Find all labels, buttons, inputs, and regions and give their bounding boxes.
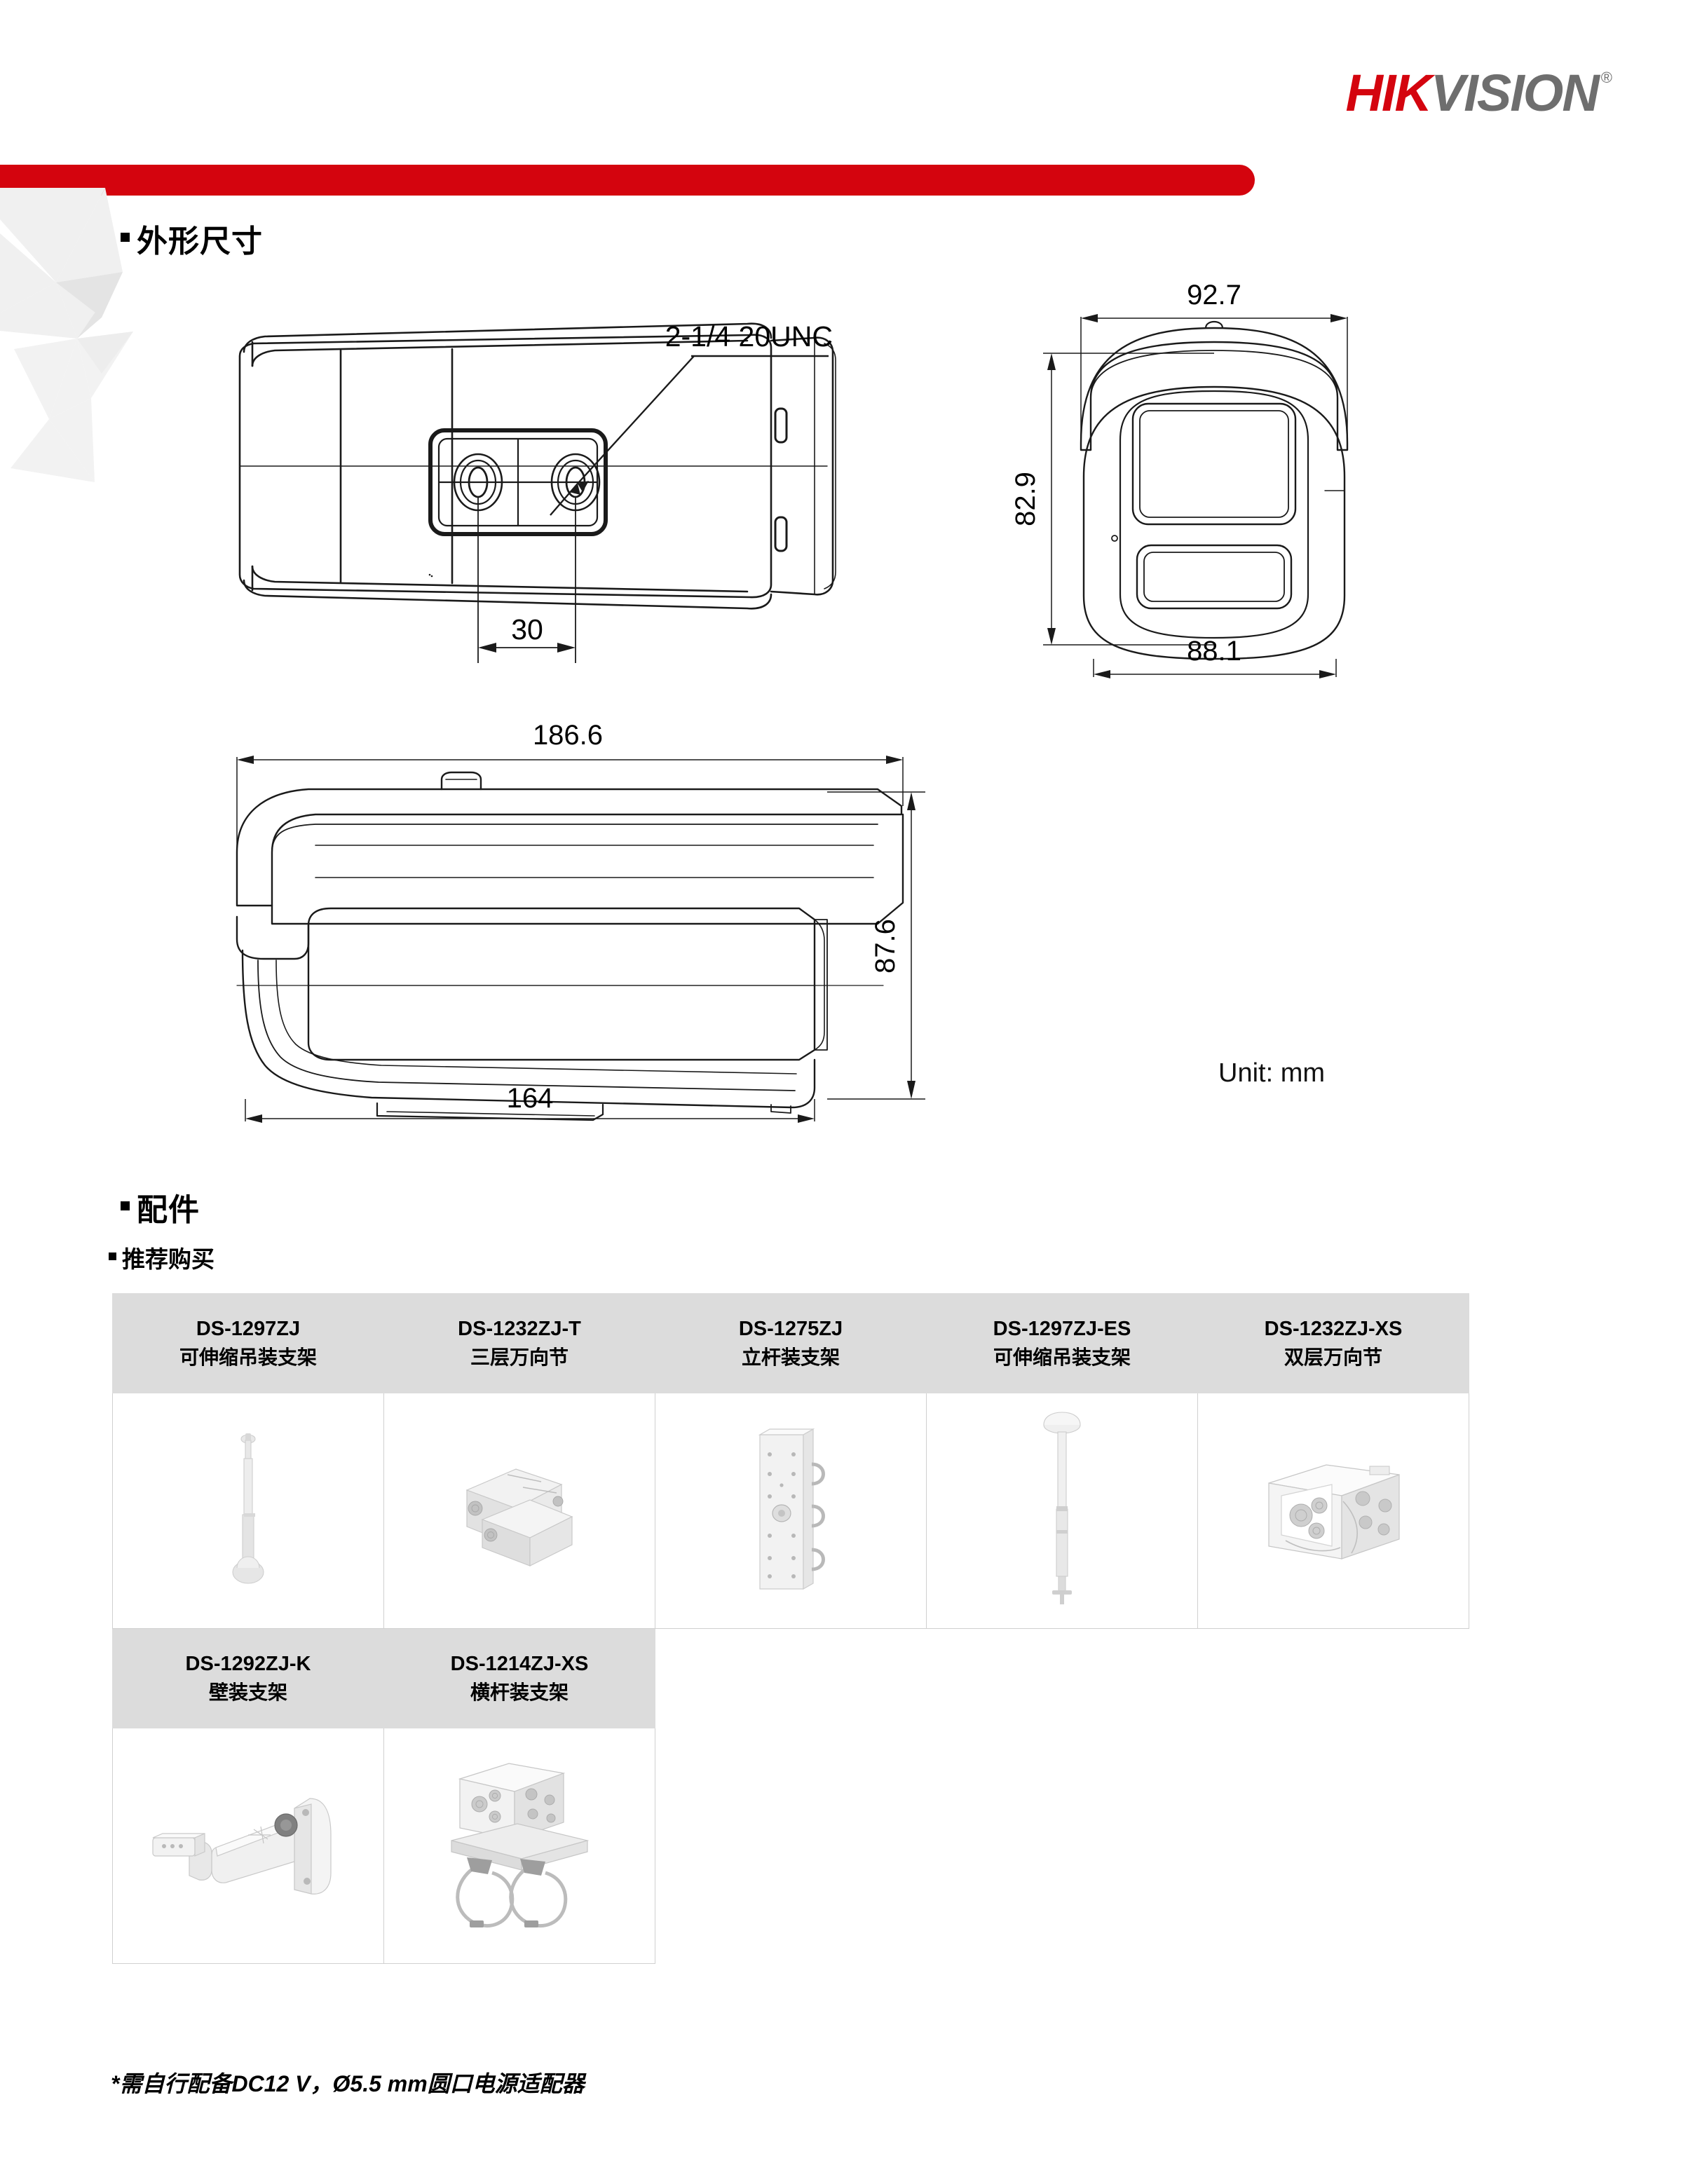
camera-top-view-drawing: 2-1/4 20UNC 30 xyxy=(238,320,836,663)
camera-front-view-drawing: 92.7 88.1 82.9 xyxy=(1010,280,1349,678)
subsection-title-recommended-label: 推荐购买 xyxy=(122,1246,215,1272)
accessory-model: DS-1232ZJ-XS xyxy=(1264,1318,1403,1341)
square-bullet-icon xyxy=(121,233,130,242)
side-height-label: 87.6 xyxy=(870,919,901,974)
empty-cell xyxy=(926,1728,1198,1964)
front-bottom-width-label: 88.1 xyxy=(1187,636,1241,667)
accessory-header-cell: DS-1214ZJ-XS 横杆装支架 xyxy=(383,1628,655,1728)
front-top-width-label: 92.7 xyxy=(1187,280,1241,310)
table-row xyxy=(112,1728,1469,1964)
accessory-image-cell xyxy=(383,1728,655,1964)
accessory-header-cell: DS-1297ZJ-ES 可伸缩吊装支架 xyxy=(926,1293,1198,1393)
table-row xyxy=(112,1393,1469,1629)
accessory-image-cell xyxy=(383,1393,655,1629)
table-row: DS-1297ZJ 可伸缩吊装支架 DS-1232ZJ-T 三层万向节 DS-1… xyxy=(112,1293,1469,1393)
registered-trademark-icon: ® xyxy=(1600,69,1612,86)
section-title-accessories-label: 配件 xyxy=(137,1193,200,1227)
section-title-accessories: 配件 xyxy=(121,1185,200,1229)
vertical-pole-mount-icon xyxy=(758,1428,825,1590)
triple-layer-junction-icon xyxy=(465,1468,573,1567)
empty-cell xyxy=(655,1728,927,1964)
accessory-desc: 可伸缩吊装支架 xyxy=(993,1346,1131,1369)
horizontal-bar-mount-icon xyxy=(451,1762,590,1927)
accessory-model: DS-1297ZJ xyxy=(196,1318,301,1341)
accessory-header-cell: DS-1292ZJ-K 壁装支架 xyxy=(112,1628,384,1728)
unit-label: Unit: mm xyxy=(1218,1058,1325,1088)
front-height-label: 82.9 xyxy=(1010,472,1041,526)
accessory-image-cell xyxy=(655,1393,927,1629)
accessory-image-cell xyxy=(112,1393,384,1629)
accessory-desc: 双层万向节 xyxy=(1284,1346,1382,1369)
empty-cell xyxy=(1197,1628,1469,1728)
accessory-image-cell xyxy=(112,1728,384,1964)
square-bullet-icon xyxy=(121,1201,130,1210)
accessories-table: DS-1297ZJ 可伸缩吊装支架 DS-1232ZJ-T 三层万向节 DS-1… xyxy=(112,1293,1469,1964)
subsection-title-recommended: 推荐购买 xyxy=(109,1241,215,1274)
accessory-desc: 立杆装支架 xyxy=(741,1346,840,1369)
empty-cell xyxy=(655,1628,927,1728)
accessory-desc: 壁装支架 xyxy=(208,1681,287,1704)
thread-callout-label: 2-1/4 20UNC xyxy=(665,320,833,353)
accessory-header-cell: DS-1232ZJ-T 三层万向节 xyxy=(383,1293,655,1393)
accessory-model: DS-1232ZJ-T xyxy=(458,1318,581,1341)
square-bullet-icon xyxy=(109,1253,116,1260)
empty-cell xyxy=(1197,1728,1469,1964)
logo-vision-text: VISION xyxy=(1430,64,1600,122)
accessory-model: DS-1297ZJ-ES xyxy=(993,1318,1131,1341)
accessory-desc: 三层万向节 xyxy=(470,1346,569,1369)
double-layer-junction-icon xyxy=(1268,1463,1400,1559)
accessory-header-cell: DS-1232ZJ-XS 双层万向节 xyxy=(1197,1293,1469,1393)
logo-hik-text: HIK xyxy=(1345,64,1431,122)
wall-mount-bracket-icon xyxy=(152,1797,332,1895)
section-title-dimensions: 外形尺寸 xyxy=(121,216,263,261)
telescopic-pendant-es-icon xyxy=(1043,1411,1081,1604)
table-row: DS-1292ZJ-K 壁装支架 DS-1214ZJ-XS 横杆装支架 xyxy=(112,1628,1469,1728)
empty-cell xyxy=(926,1628,1198,1728)
power-adapter-footnote: *需自行配备DC12 V，Ø5.5 mm圆口电源适配器 xyxy=(111,2071,585,2096)
header-red-bar xyxy=(0,165,1255,196)
side-body-length-label: 164 xyxy=(507,1083,554,1114)
accessory-model: DS-1292ZJ-K xyxy=(185,1653,311,1676)
section-title-dimensions-label: 外形尺寸 xyxy=(137,224,263,259)
camera-side-view-drawing: 186.6 164 87.6 xyxy=(236,720,925,1123)
hole-spacing-label: 30 xyxy=(511,613,543,646)
accessory-header-cell: DS-1297ZJ 可伸缩吊装支架 xyxy=(112,1293,384,1393)
accessory-image-cell xyxy=(926,1393,1198,1629)
accessory-model: DS-1275ZJ xyxy=(738,1318,843,1341)
side-length-label: 186.6 xyxy=(533,720,603,751)
hikvision-logo: HIK VISION ® xyxy=(1345,67,1612,119)
telescopic-pendant-mount-icon xyxy=(232,1433,264,1584)
accessory-image-cell xyxy=(1197,1393,1469,1629)
accessory-desc: 横杆装支架 xyxy=(470,1681,569,1704)
accessory-desc: 可伸缩吊装支架 xyxy=(179,1346,317,1369)
accessory-header-cell: DS-1275ZJ 立杆装支架 xyxy=(655,1293,927,1393)
accessory-model: DS-1214ZJ-XS xyxy=(450,1653,589,1676)
